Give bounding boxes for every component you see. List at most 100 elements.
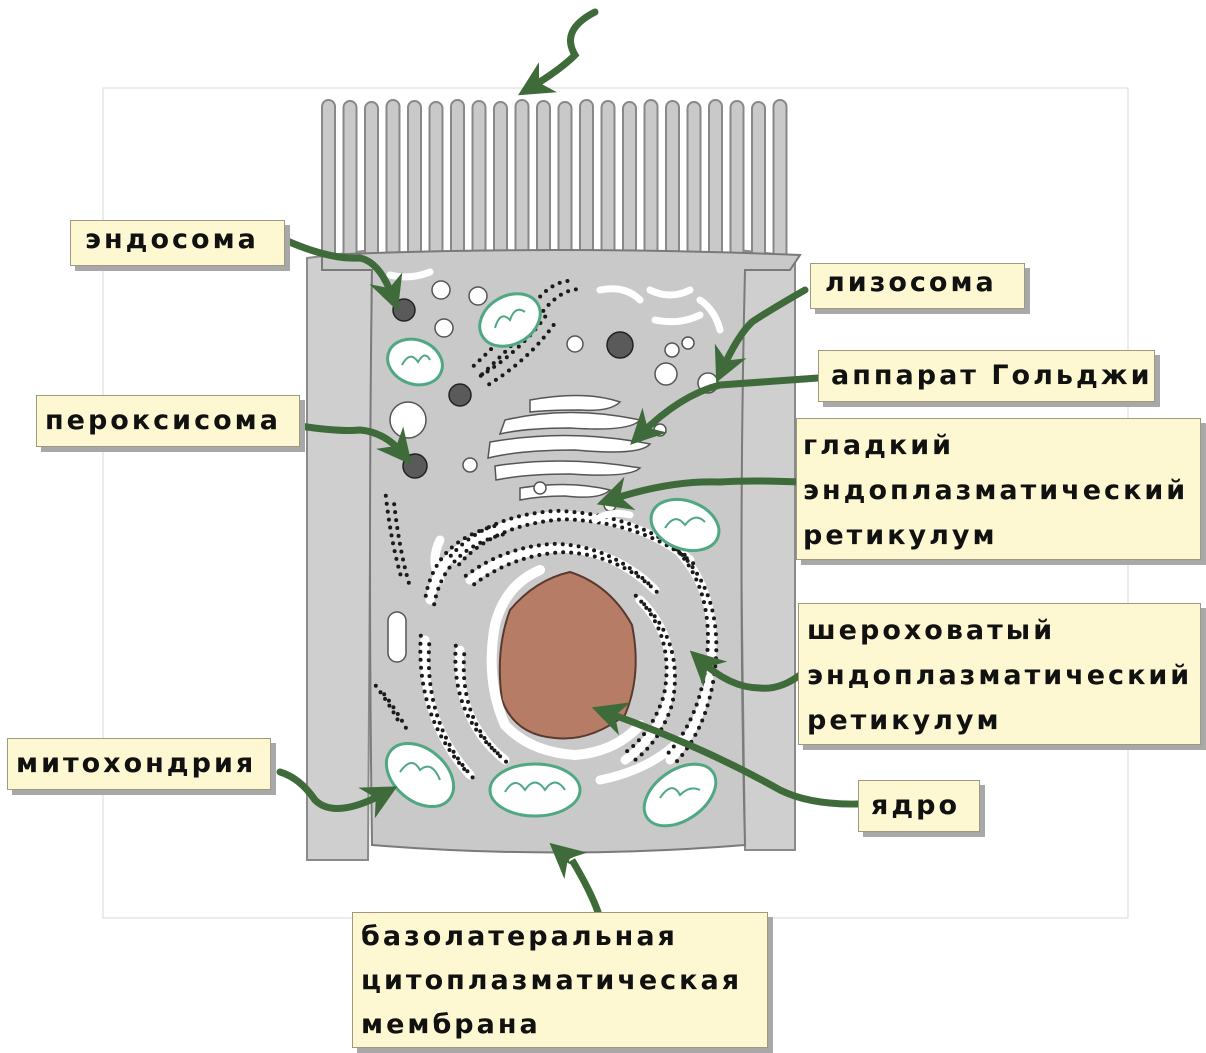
ribosome — [465, 549, 469, 553]
ribosome — [551, 284, 555, 288]
ribosome — [664, 681, 668, 685]
ribosome — [697, 585, 701, 589]
ribosome — [454, 644, 458, 648]
ribosome — [530, 555, 534, 559]
ribosome — [701, 679, 705, 683]
ribosome — [612, 517, 616, 521]
ribosome — [432, 602, 436, 606]
label-endosome: эндосома — [70, 220, 285, 266]
ribosome — [714, 632, 718, 636]
ribosome — [493, 535, 497, 539]
ribosome — [463, 556, 467, 560]
ribosome — [580, 511, 584, 515]
ribosome — [501, 373, 505, 377]
peroxisome — [403, 454, 427, 478]
ribosome — [631, 744, 635, 748]
ribosome — [691, 570, 695, 574]
ribosome — [399, 550, 403, 554]
ribosome — [419, 666, 423, 670]
ribosome — [655, 712, 659, 716]
ribosome — [514, 559, 518, 563]
ribosome — [697, 695, 701, 699]
ribosome — [574, 287, 578, 291]
ribosome — [403, 565, 407, 569]
ribosome — [706, 624, 710, 628]
ribosome — [665, 665, 669, 669]
ribosome — [464, 692, 468, 696]
ribosome — [420, 674, 424, 678]
ribosome — [427, 650, 431, 654]
ribosome — [504, 760, 508, 764]
ribosome — [448, 743, 452, 747]
ribosome — [607, 554, 611, 558]
ribosome — [541, 520, 545, 524]
ribosome — [491, 557, 495, 561]
ribosome — [553, 551, 557, 555]
label-smooth-er-line-2: эндоплазматический — [803, 468, 1190, 513]
ribosome — [443, 572, 447, 576]
ribosome — [452, 750, 456, 754]
ribosome — [507, 369, 511, 373]
ribosome — [484, 740, 488, 744]
label-rough-er-line-3: ретикулум — [807, 698, 1190, 743]
ribosome — [668, 642, 672, 646]
microvillus — [623, 102, 636, 267]
ribosome — [536, 342, 540, 346]
ribosome — [382, 692, 386, 696]
ribosome — [472, 364, 476, 368]
ribosome — [398, 542, 402, 546]
ribosome — [653, 614, 657, 618]
ribosome — [428, 682, 432, 686]
ribosome — [522, 557, 526, 561]
ribosome — [463, 684, 467, 688]
ribosome — [664, 673, 668, 677]
ribosome — [436, 727, 440, 731]
ribosome — [458, 554, 462, 558]
ribosome — [529, 545, 533, 549]
endosome — [393, 299, 415, 321]
ribosome — [393, 549, 397, 553]
ribosome — [553, 542, 557, 546]
ribosome — [453, 652, 457, 656]
ribosome — [710, 688, 714, 692]
ribosome — [401, 557, 405, 561]
ribosome — [661, 628, 665, 632]
ribosome — [485, 526, 489, 530]
ribosome — [490, 746, 494, 750]
neighbor-cell-right — [737, 250, 795, 850]
ribosome — [573, 518, 577, 522]
label-lysosome-text: лизосома — [825, 264, 1014, 302]
ribosome — [398, 572, 402, 576]
ribosome — [421, 682, 425, 686]
ribosome — [585, 553, 589, 557]
ribosome — [629, 570, 633, 574]
ribosome — [427, 666, 431, 670]
ribosome — [636, 575, 640, 579]
microvillus — [666, 101, 679, 266]
microvillus — [473, 101, 486, 266]
ribosome — [680, 753, 684, 757]
ribosome — [600, 557, 604, 561]
ribosome — [705, 616, 709, 620]
ribosome — [572, 510, 576, 514]
ribosome — [702, 600, 706, 604]
ribosome — [419, 634, 423, 638]
ribosome — [509, 517, 513, 521]
microvillus — [774, 100, 787, 265]
microvillus — [322, 100, 335, 265]
microvillus — [365, 102, 378, 267]
ribosome — [662, 642, 666, 646]
ribosome — [391, 541, 395, 545]
ribosome — [418, 650, 422, 654]
microvillus — [602, 101, 615, 266]
ribosome — [695, 703, 699, 707]
label-lysosome: лизосома — [810, 263, 1025, 309]
label-membrane-line-1: базолатеральная — [361, 915, 757, 959]
ribosome — [502, 519, 506, 523]
ribosome — [695, 572, 699, 576]
ribosome — [628, 566, 632, 570]
microvillus — [344, 101, 357, 266]
ribosome — [463, 536, 467, 540]
ribosome — [552, 297, 556, 301]
ribosome — [486, 369, 490, 373]
